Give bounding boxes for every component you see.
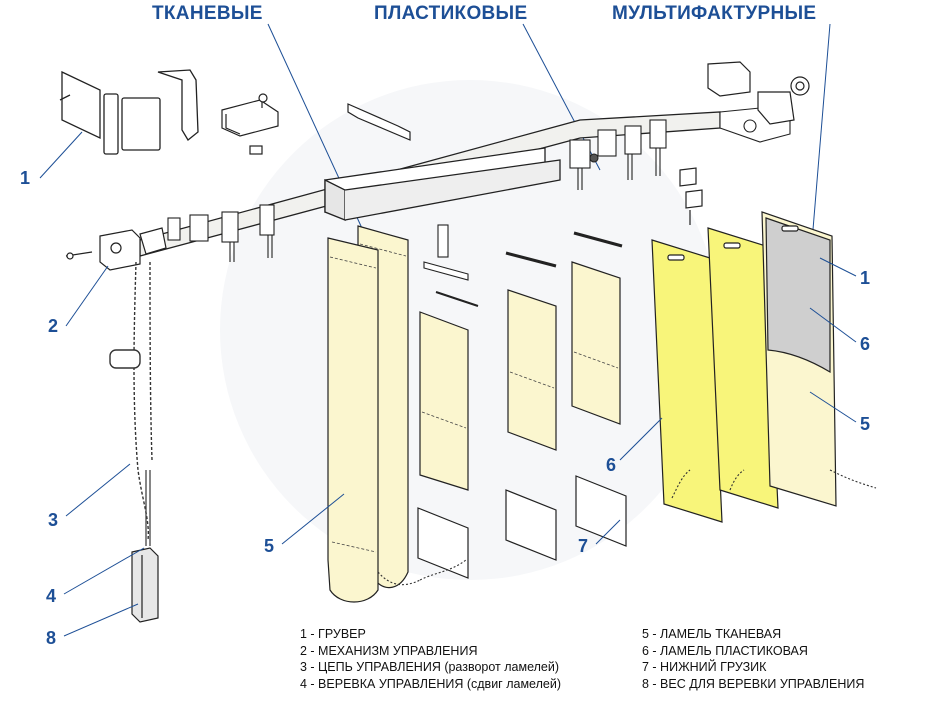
plastic-slats	[651, 227, 779, 523]
fabric-slats	[327, 225, 621, 603]
callout-6-mid: 6	[606, 455, 617, 475]
callout-leaders	[39, 131, 857, 637]
legend-item: 1 - ГРУВЕР	[300, 627, 366, 641]
cord-weight	[131, 547, 159, 623]
legend-right: 5 - ЛАМЕЛЬ ТКАНЕВАЯ 6 - ЛАМЕЛЬ ПЛАСТИКОВ…	[642, 626, 864, 692]
control-mechanism	[65, 227, 167, 271]
legend-item: 8 - ВЕС ДЛЯ ВЕРЕВКИ УПРАВЛЕНИЯ	[642, 676, 865, 691]
mounting-bracket	[221, 93, 411, 155]
callout-3: 3	[48, 510, 59, 530]
callout-6-right: 6	[860, 334, 871, 354]
callout-5-left: 5	[264, 536, 275, 556]
header-fabric: ТКАНЕВЫЕ	[152, 3, 263, 24]
bottom-weights	[417, 475, 627, 579]
groover-part	[59, 69, 199, 155]
control-cord	[145, 470, 151, 546]
callout-2: 2	[48, 316, 59, 336]
fabric-stitching	[329, 243, 619, 553]
end-caps	[679, 61, 810, 225]
legend-item: 4 - ВЕРЕВКА УПРАВЛЕНИЯ (сдвиг ламелей)	[300, 676, 561, 691]
multifactor-slat	[761, 211, 837, 507]
legend-left: 1 - ГРУВЕР 2 - МЕХАНИЗМ УПРАВЛЕНИЯ 3 - Ц…	[300, 626, 561, 692]
legend-item: 7 - НИЖНИЙ ГРУЗИК	[642, 660, 767, 674]
callout-7: 7	[578, 536, 589, 556]
legend-item: 6 - ЛАМЕЛЬ ПЛАСТИКОВАЯ	[642, 643, 808, 658]
callout-1-right: 1	[860, 268, 871, 288]
callout-8: 8	[46, 628, 57, 648]
callout-1-left: 1	[20, 168, 31, 188]
control-chain	[109, 261, 153, 541]
header-multifactor: МУЛЬТИФАКТУРНЫЕ	[612, 3, 817, 24]
header-plastic: ПЛАСТИКОВЫЕ	[374, 3, 528, 24]
callout-5-right: 5	[860, 414, 871, 434]
legend-item: 2 - МЕХАНИЗМ УПРАВЛЕНИЯ	[300, 643, 478, 658]
legend-item: 5 - ЛАМЕЛЬ ТКАНЕВАЯ	[642, 627, 782, 641]
slat-hangers	[423, 224, 623, 307]
connecting-chains	[377, 469, 877, 586]
legend-item: 3 - ЦЕПЬ УПРАВЛЕНИЯ (разворот ламелей)	[300, 660, 560, 674]
callout-4: 4	[46, 586, 57, 606]
